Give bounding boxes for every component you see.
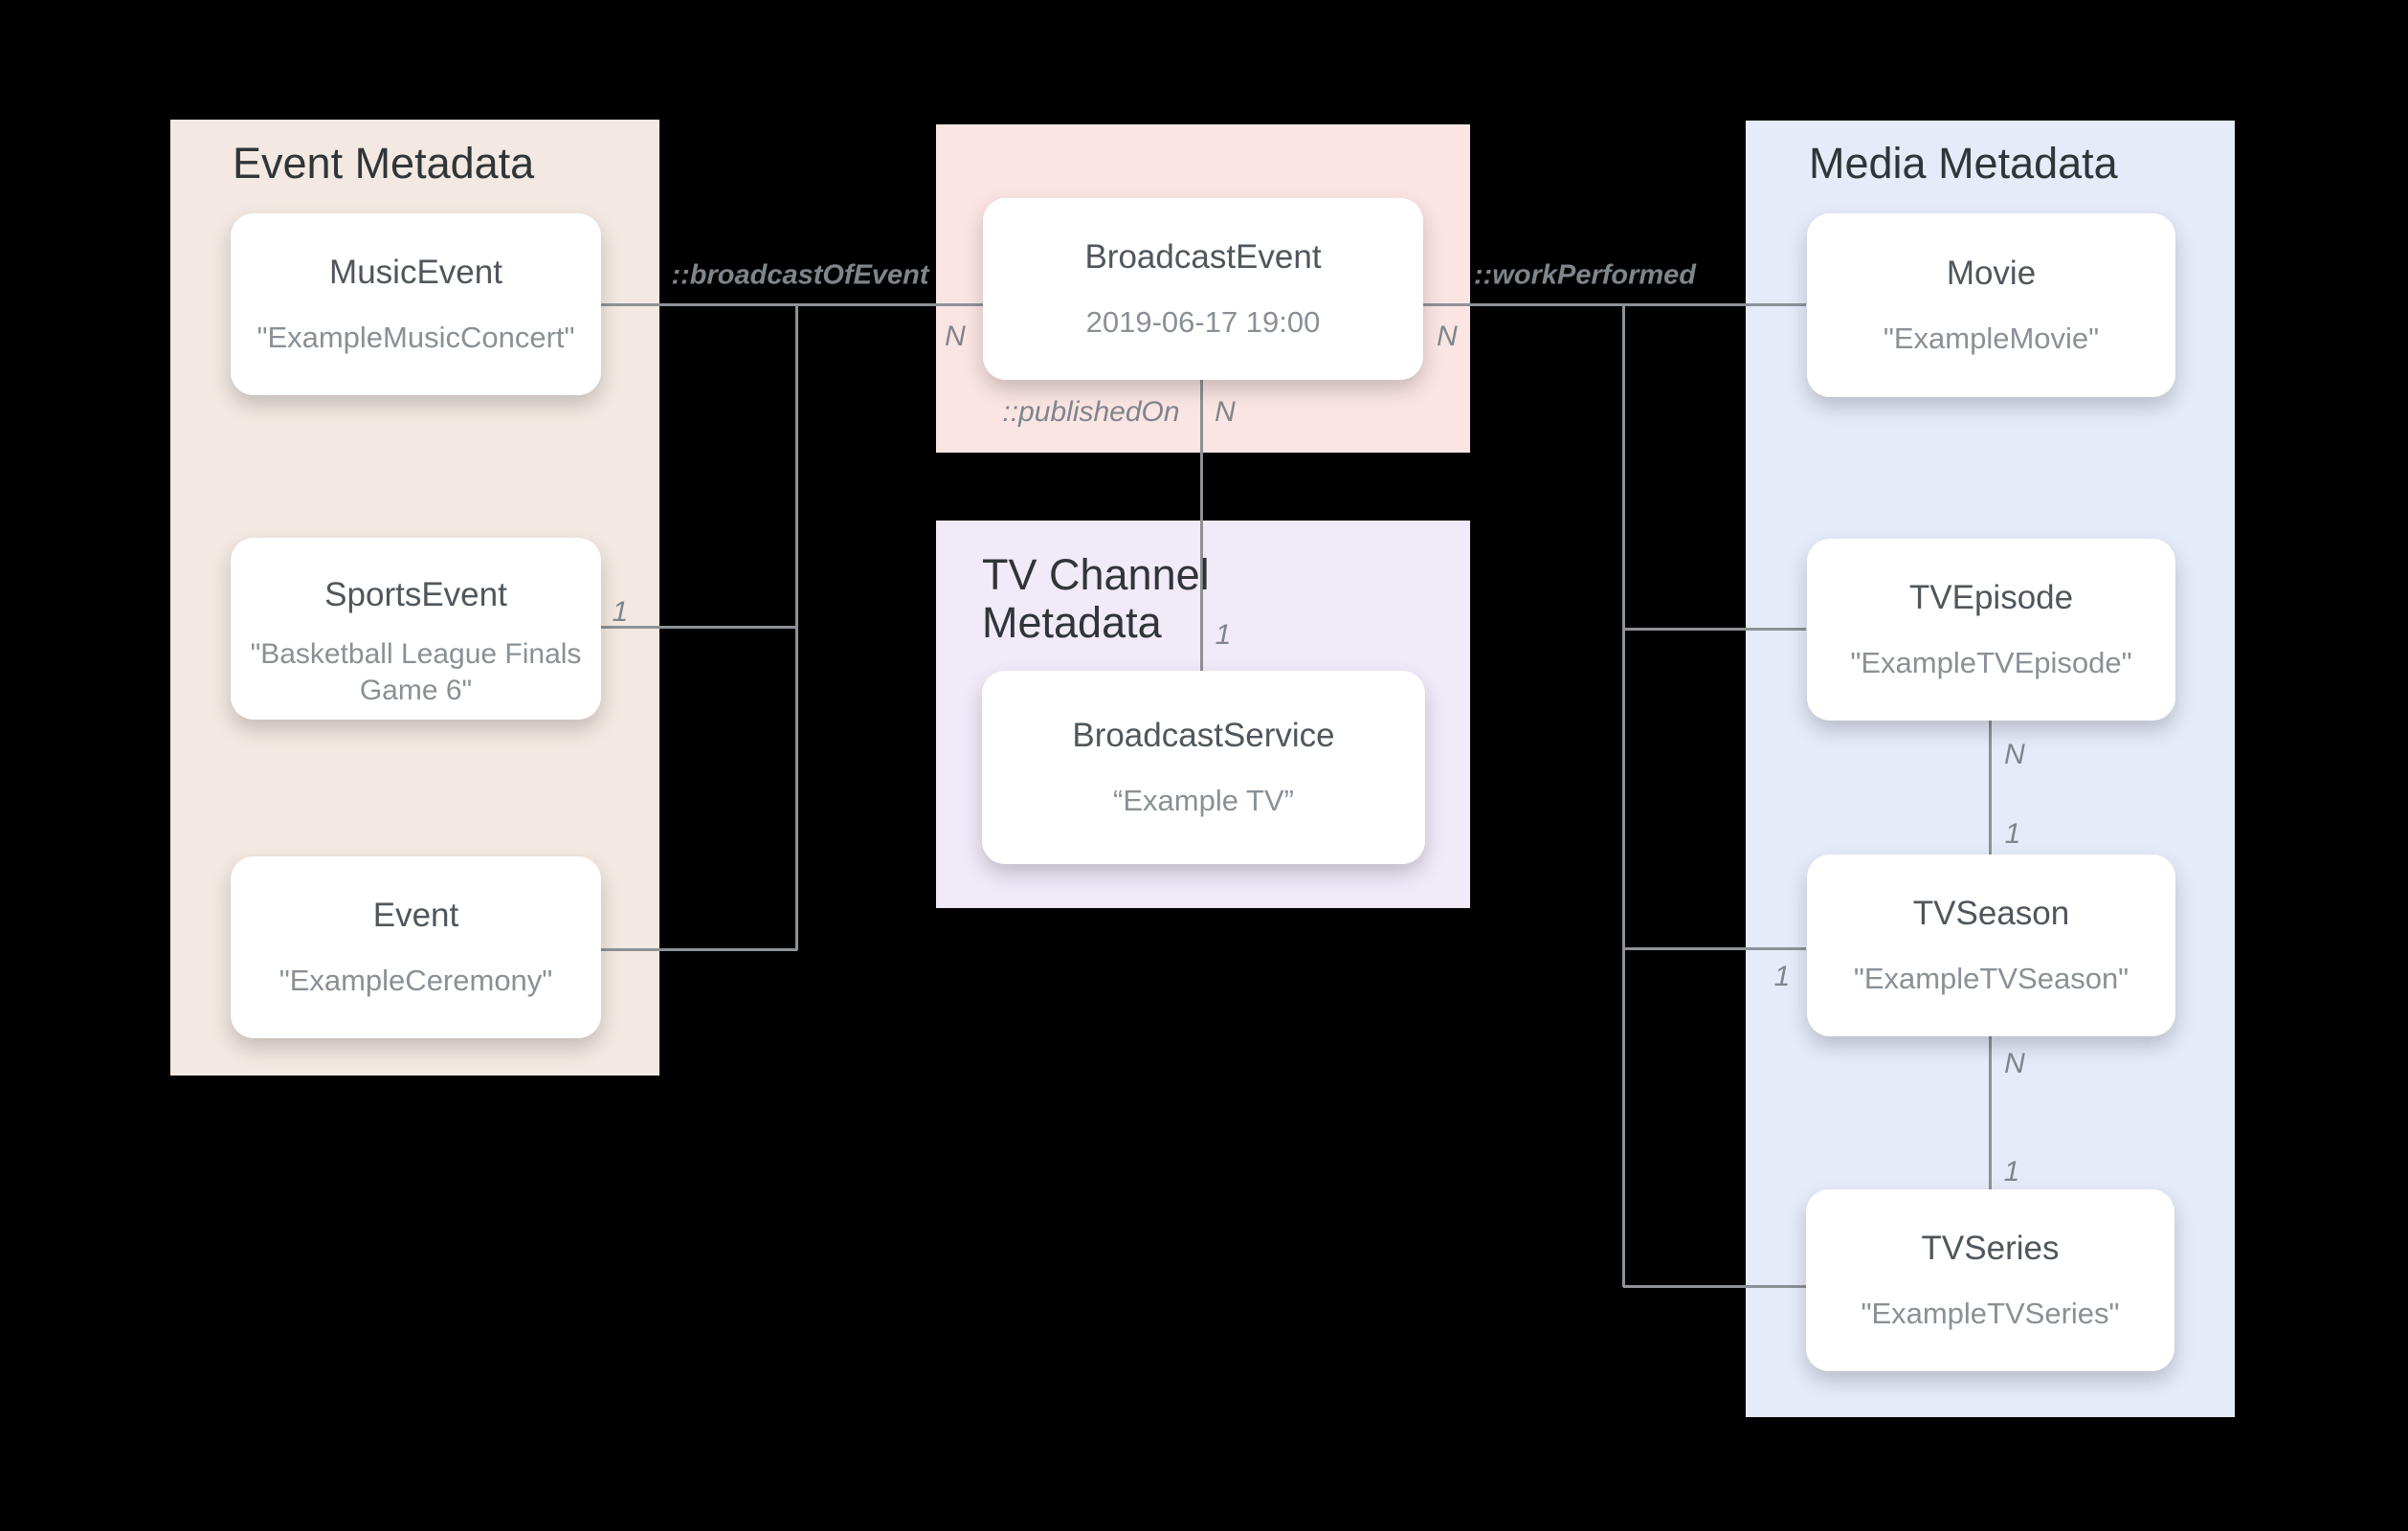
cardinality-season-series-n: N: [2004, 1048, 2025, 1079]
card-tv-season: TVSeason "ExampleTVSeason": [1807, 854, 2175, 1036]
edge-musicevent-broadcastevent: [601, 303, 984, 306]
card-tv-episode-title: TVEpisode: [1908, 579, 2074, 616]
edge-broadcastevent-broadcastservice: [1200, 380, 1203, 671]
card-broadcast-event-subtitle: 2019-06-17 19:00: [1085, 305, 1321, 339]
cardinality-published-n: N: [1215, 396, 1236, 428]
edge-connector-tvepisode: [1623, 628, 1806, 631]
edge-left-vertical-connector: [795, 303, 798, 950]
card-tv-series: TVSeries "ExampleTVSeries": [1806, 1189, 2174, 1371]
edge-right-vertical-connector: [1622, 303, 1625, 1287]
card-movie-subtitle: "ExampleMovie": [1883, 322, 2100, 355]
edge-event-connector: [601, 948, 797, 951]
edge-sportsevent-connector: [601, 626, 797, 629]
card-tv-series-subtitle: "ExampleTVSeries": [1861, 1297, 2120, 1330]
cardinality-season-one: 1: [1773, 961, 1791, 992]
cardinality-season-series-one: 1: [2003, 1156, 2020, 1187]
cardinality-sports-one: 1: [612, 596, 629, 628]
relation-broadcast-of-event-label: ::broadcastOfEvent: [671, 259, 929, 291]
edge-connector-tvseries: [1623, 1285, 1806, 1288]
cardinality-broadcast-right-n: N: [1437, 321, 1458, 352]
edge-tvseason-tvseries: [1989, 1035, 1992, 1189]
card-event-title: Event: [372, 897, 459, 934]
edge-connector-tvseason: [1623, 947, 1806, 950]
edge-tvepisode-tvseason: [1989, 721, 1992, 854]
cardinality-episode-season-n: N: [2004, 739, 2025, 770]
media-metadata-title: Media Metadata: [1809, 139, 2118, 188]
card-music-event-subtitle: "ExampleMusicConcert": [256, 321, 575, 354]
card-tv-season-title: TVSeason: [1912, 895, 2070, 932]
card-broadcast-event-title: BroadcastEvent: [1084, 238, 1322, 276]
card-event-subtitle: "ExampleCeremony": [279, 964, 553, 997]
card-broadcast-event: BroadcastEvent 2019-06-17 19:00: [983, 198, 1423, 380]
cardinality-published-one: 1: [1215, 619, 1232, 651]
cardinality-episode-season-one: 1: [2004, 818, 2021, 850]
card-tv-episode: TVEpisode "ExampleTVEpisode": [1807, 539, 2175, 721]
edge-broadcastevent-movie: [1423, 303, 1806, 306]
card-sports-event-subtitle: "Basketball League Finals Game 6": [250, 638, 582, 706]
card-tv-episode-subtitle: "ExampleTVEpisode": [1850, 646, 2132, 679]
card-sports-event: SportsEvent "Basketball League Finals Ga…: [231, 538, 601, 720]
event-metadata-title: Event Metadata: [233, 139, 535, 188]
tv-channel-metadata-title: TV Channel Metadata: [982, 550, 1210, 648]
card-music-event-title: MusicEvent: [329, 254, 502, 291]
card-event: Event "ExampleCeremony": [231, 856, 601, 1038]
card-broadcast-service: BroadcastService “Example TV”: [982, 671, 1425, 864]
relation-published-on-label: ::publishedOn: [1002, 396, 1180, 428]
card-tv-series-title: TVSeries: [1921, 1230, 2060, 1267]
card-broadcast-service-title: BroadcastService: [1072, 717, 1335, 754]
card-tv-season-subtitle: "ExampleTVSeason": [1853, 962, 2129, 995]
card-sports-event-title: SportsEvent: [324, 576, 507, 613]
card-movie: Movie "ExampleMovie": [1807, 213, 2175, 397]
cardinality-broadcast-left-n: N: [945, 321, 966, 352]
card-broadcast-service-subtitle: “Example TV”: [1113, 784, 1294, 817]
relation-work-performed-label: ::workPerformed: [1473, 259, 1697, 291]
card-music-event: MusicEvent "ExampleMusicConcert": [231, 213, 601, 395]
card-movie-title: Movie: [1946, 255, 2037, 292]
